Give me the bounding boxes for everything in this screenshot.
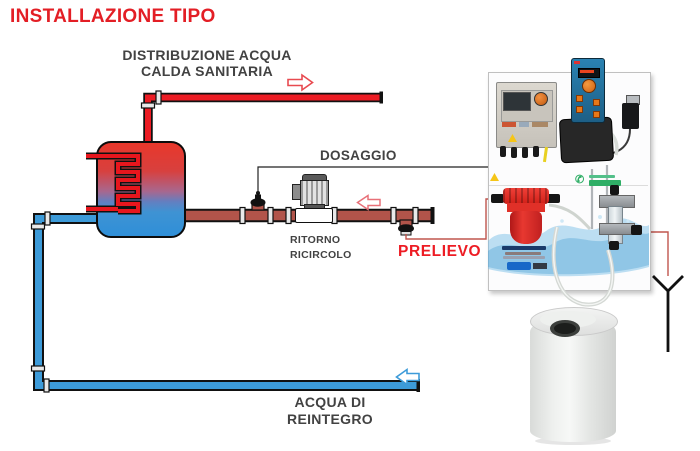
flowmeter-top-fitting xyxy=(610,185,619,195)
dosing-signal-line xyxy=(257,166,489,193)
sampling-valve-icon xyxy=(398,219,414,236)
flow-arrow-hot-icon xyxy=(287,73,314,92)
filter-inlet-fitting xyxy=(491,194,504,203)
controller-label-sticker xyxy=(502,122,516,127)
controller-display xyxy=(503,92,531,111)
label-return-line2: RICIRCOLO xyxy=(290,248,352,261)
filter-housing-lid xyxy=(503,188,549,204)
flowmeter-valve-block xyxy=(631,225,642,235)
flow-arrow-cold-icon xyxy=(395,367,420,387)
controller-label-sticker xyxy=(519,122,529,127)
canister-body xyxy=(530,317,616,442)
dosing-pump-button xyxy=(576,106,583,113)
brand-logo xyxy=(507,262,531,270)
controller-label-sticker xyxy=(532,122,548,127)
level-sensor xyxy=(622,103,639,129)
drain-funnel-icon xyxy=(652,275,684,352)
pump-badge xyxy=(574,61,580,64)
drain-line xyxy=(648,231,684,352)
pump-bracket xyxy=(558,116,615,164)
dosing-valve-icon xyxy=(250,191,266,211)
controller-box xyxy=(496,82,557,148)
dosing-pump-dial xyxy=(582,79,596,93)
heating-coil xyxy=(86,152,142,215)
cable-gland xyxy=(500,146,506,157)
label-hot-distribution-line2: CALDA SANITARIA xyxy=(140,63,274,79)
canister-cap-opening xyxy=(554,323,576,334)
pipe-flanges xyxy=(30,90,419,393)
flow-arrow-return-icon xyxy=(356,194,381,211)
page-title: INSTALLAZIONE TIPO xyxy=(10,6,216,27)
dosing-pump xyxy=(571,58,605,123)
label-makeup-water: ACQUA DI REINTEGRO xyxy=(255,394,405,428)
flowmeter-bottom-fitting xyxy=(609,241,619,250)
cable-gland xyxy=(511,147,517,158)
controller-knob xyxy=(534,92,548,106)
pump-motor xyxy=(300,180,329,206)
pump-volute xyxy=(295,208,333,223)
chemical-canister-photo xyxy=(527,305,619,447)
cable-gland xyxy=(522,147,528,158)
pipe-cold xyxy=(33,213,420,392)
label-return-recirculation: RITORNO RICIRCOLO xyxy=(290,233,360,262)
dosing-panel-photo: ✆ xyxy=(487,57,652,309)
label-return-line1: RITORNO xyxy=(290,234,341,246)
flowmeter-bracket xyxy=(599,223,635,235)
cable-gland xyxy=(533,146,539,157)
brand-text-line xyxy=(502,246,546,250)
label-hot-distribution-line1: DISTRIBUZIONE ACQUA xyxy=(122,47,292,63)
filter-housing-collar xyxy=(507,203,545,212)
label-hot-distribution: DISTRIBUZIONE ACQUA CALDA SANITARIA xyxy=(112,47,302,79)
dosing-pump-button xyxy=(593,99,600,106)
brand-logo-text xyxy=(533,263,547,269)
circulation-pump xyxy=(292,174,336,223)
dosing-pump-button xyxy=(593,111,600,118)
warning-triangle-icon xyxy=(490,173,499,181)
label-makeup-line2: REINTEGRO xyxy=(287,411,373,427)
warning-triangle-icon xyxy=(508,134,517,142)
phone-icon: ✆ xyxy=(575,174,585,186)
label-makeup-line1: ACQUA DI xyxy=(294,394,366,410)
brand-text-line xyxy=(505,252,541,255)
panel-seam xyxy=(489,185,648,186)
label-dosing: DOSAGGIO xyxy=(320,148,397,163)
contact-number-badge xyxy=(589,180,621,186)
filter-outlet-fitting xyxy=(546,194,560,203)
contact-block: ✆ xyxy=(575,173,625,189)
dosing-pump-display xyxy=(578,68,600,78)
label-sampling: PRELIEVO xyxy=(398,243,482,260)
dosing-pump-readout xyxy=(580,70,594,73)
pipe-hot xyxy=(143,91,383,142)
contact-text-line xyxy=(589,175,615,178)
brand-text-line xyxy=(503,256,545,259)
dosing-pump-button xyxy=(576,95,583,102)
filter-housing-bowl xyxy=(510,211,542,244)
